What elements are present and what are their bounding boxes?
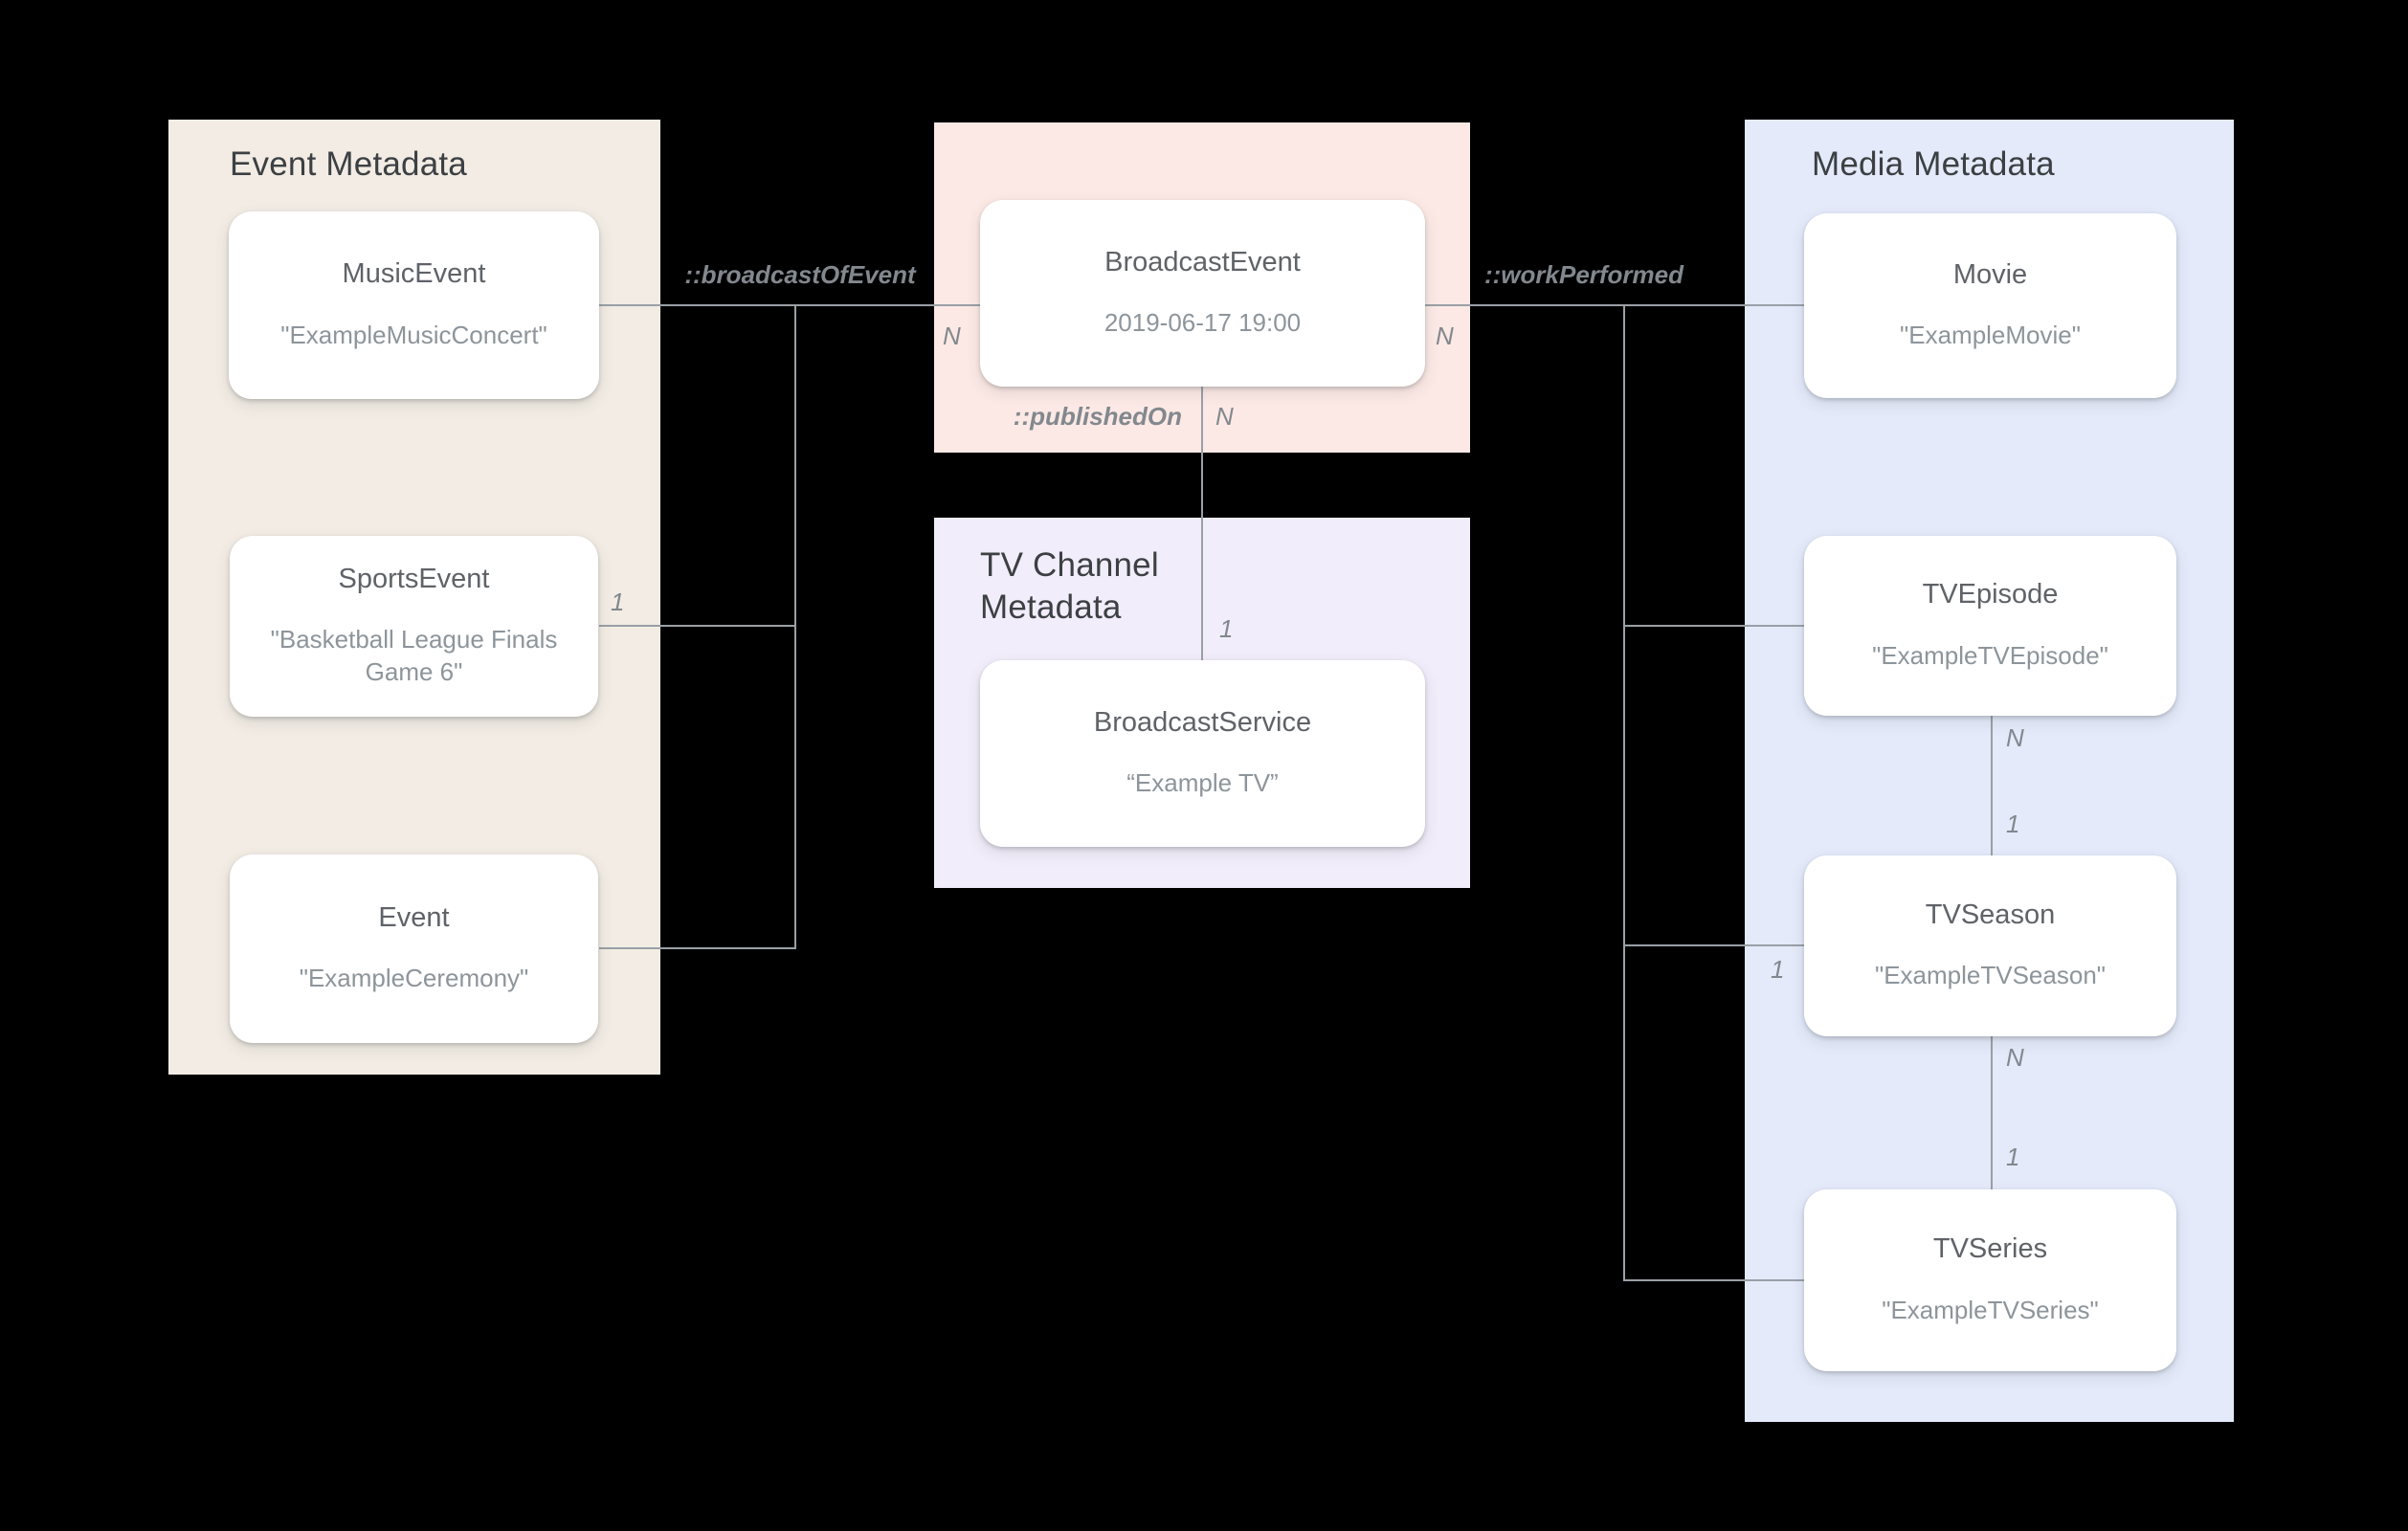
- node-tv-series-instance: "ExampleTVSeries": [1882, 1295, 2099, 1324]
- node-music-event-title: MusicEvent: [342, 258, 486, 290]
- connector-publishedon-vertical: [1201, 387, 1203, 660]
- connector-tvseason-stub: [1623, 944, 1804, 946]
- panel-tv-channel-metadata-title: TV Channel Metadata: [980, 544, 1159, 629]
- panel-broadcast-event: BroadcastEvent 2019-06-17 19:00: [934, 122, 1470, 453]
- cardinality-season-branch-1: 1: [1771, 955, 1785, 984]
- node-broadcast-event-title: BroadcastEvent: [1104, 246, 1301, 277]
- node-tv-episode: TVEpisode "ExampleTVEpisode": [1804, 536, 2176, 716]
- node-event-instance: "ExampleCeremony": [299, 964, 529, 993]
- node-broadcast-service-instance: “Example TV”: [1126, 768, 1279, 798]
- node-music-event-instance: "ExampleMusicConcert": [280, 320, 547, 349]
- connector-tvepisode-stub: [1623, 625, 1804, 627]
- node-tv-season-instance: "ExampleTVSeason": [1874, 961, 2107, 990]
- panel-media-metadata-title: Media Metadata: [1812, 145, 2055, 183]
- node-tv-episode-title: TVEpisode: [1922, 579, 2059, 610]
- cardinality-published-on-1: 1: [1219, 614, 1234, 643]
- node-tv-series-title: TVSeries: [1932, 1233, 2048, 1265]
- cardinality-season-to-series-n: N: [2006, 1043, 2024, 1072]
- node-movie: Movie "ExampleMovie": [1804, 213, 2176, 398]
- node-sports-event: SportsEvent "Basketball League Finals Ga…: [230, 536, 598, 717]
- relation-label-work-performed: ::workPerformed: [1483, 260, 1684, 289]
- node-music-event: MusicEvent "ExampleMusicConcert": [229, 211, 599, 399]
- connector-tvseason-tvseries: [1991, 1036, 1993, 1189]
- panel-event-metadata-title: Event Metadata: [230, 145, 467, 183]
- node-broadcast-event-instance: 2019-06-17 19:00: [1104, 308, 1302, 338]
- panel-event-metadata: Event Metadata MusicEvent "ExampleMusicC…: [168, 120, 660, 1075]
- cardinality-season-to-series-1: 1: [2006, 1143, 2020, 1171]
- node-tv-series: TVSeries "ExampleTVSeries": [1804, 1189, 2176, 1371]
- node-broadcast-service-title: BroadcastService: [1093, 706, 1312, 738]
- panel-media-metadata: Media Metadata Movie "ExampleMovie" TVEp…: [1745, 120, 2234, 1422]
- node-sports-event-instance: "Basketball League Finals Game 6": [270, 625, 558, 687]
- connector-media-branch-vertical: [1623, 304, 1625, 1281]
- cardinality-episode-to-season-n: N: [2006, 723, 2024, 752]
- node-tv-season-title: TVSeason: [1925, 899, 2056, 930]
- cardinality-broadcast-of-event-n: N: [943, 322, 961, 350]
- relation-label-broadcast-of-event: ::broadcastOfEvent: [684, 260, 916, 289]
- node-sports-event-title: SportsEvent: [338, 564, 490, 595]
- node-event: Event "ExampleCeremony": [230, 854, 598, 1043]
- node-movie-instance: "ExampleMovie": [1900, 321, 2081, 350]
- cardinality-published-on-n: N: [1215, 402, 1234, 431]
- connector-broadcastevent-movie: [1425, 304, 1804, 306]
- cardinality-episode-to-season-1: 1: [2006, 810, 2020, 838]
- connector-event-stub: [599, 947, 796, 949]
- relation-label-published-on: ::publishedOn: [1013, 402, 1182, 431]
- node-tv-episode-instance: "ExampleTVEpisode": [1872, 640, 2108, 670]
- panel-tv-channel-title-line2: Metadata: [980, 588, 1122, 626]
- connector-tvseries-stub: [1623, 1279, 1804, 1281]
- node-broadcast-service: BroadcastService “Example TV”: [980, 660, 1425, 847]
- node-tv-season: TVSeason "ExampleTVSeason": [1804, 855, 2176, 1036]
- node-broadcast-event: BroadcastEvent 2019-06-17 19:00: [980, 200, 1425, 387]
- cardinality-work-performed-n: N: [1436, 322, 1454, 350]
- node-movie-title: Movie: [1952, 258, 2028, 290]
- connector-musicevent-broadcastevent: [599, 304, 980, 306]
- cardinality-sports-branch-1: 1: [611, 588, 625, 616]
- connector-sportsevent-stub: [599, 625, 796, 627]
- panel-tv-channel-title-line1: TV Channel: [980, 546, 1159, 584]
- node-event-title: Event: [378, 901, 450, 933]
- connector-tvepisode-tvseason: [1991, 716, 1993, 855]
- connector-event-branch-vertical: [794, 304, 796, 949]
